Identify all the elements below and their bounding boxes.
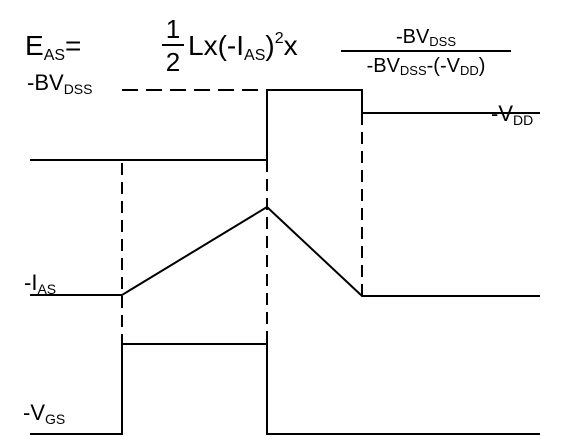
ratio-denominator: -BVDSS-(-VDD) (366, 55, 486, 78)
label-bvdss: -BVDSS (27, 70, 93, 97)
ratio-numerator: -BVDSS (341, 24, 511, 52)
formula-voltage-ratio: -BVDSS -BVDSS-(-VDD) (341, 24, 511, 78)
vds-waveform (30, 89, 540, 161)
label-vdd: -VDD (491, 101, 534, 128)
formula-lhs: EAS= (25, 30, 82, 64)
formula-middle-term: Lx(-IAS)2x (188, 30, 298, 64)
current-waveform (30, 205, 540, 297)
gate-voltage-waveform (30, 343, 540, 435)
label-vgs: -VGS (23, 400, 66, 427)
formula-half-fraction: 1 2 (162, 14, 184, 77)
label-ias: -IAS (24, 270, 57, 297)
